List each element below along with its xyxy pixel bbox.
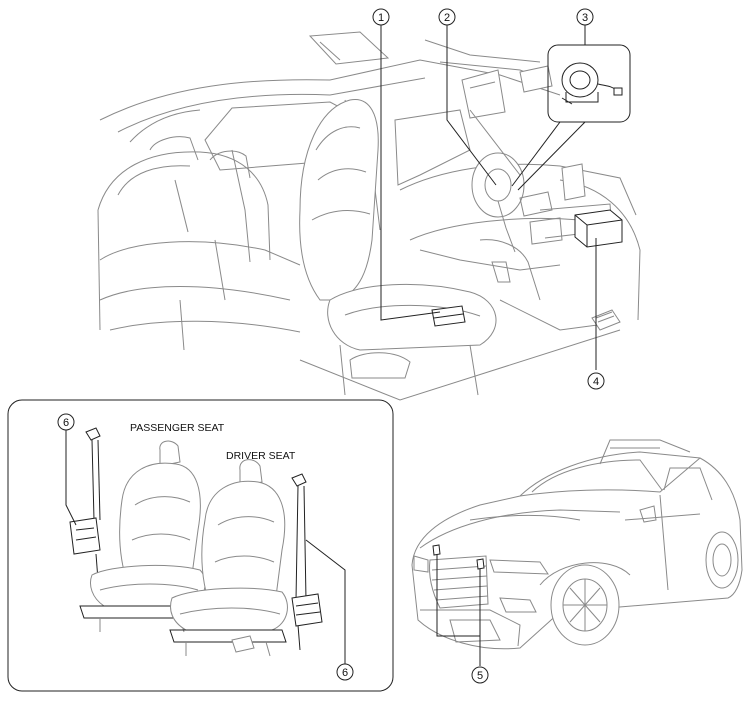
vehicle-exterior-illustration <box>411 439 743 666</box>
passenger-seat-caption: PASSENGER SEAT <box>130 422 225 434</box>
callout-6-driver: 6 <box>336 663 354 681</box>
steering-wheel <box>471 152 525 218</box>
callout-5-label: 5 <box>477 670 483 682</box>
front-crash-sensor-left <box>432 544 441 556</box>
vehicle-interior-illustration <box>97 31 641 401</box>
driver-seat-belt-pretensioner <box>291 473 323 651</box>
front-crash-sensor-right <box>476 558 485 570</box>
callout-4: 4 <box>587 372 605 390</box>
callout-6a-label: 6 <box>63 417 69 429</box>
rear-wheel <box>705 531 739 589</box>
callout-6-passenger: 6 <box>57 413 75 431</box>
callout-1: 1 <box>372 8 390 26</box>
passenger-seat-belt-pretensioner <box>69 427 101 581</box>
callout-2: 2 <box>438 8 456 26</box>
sas-unit <box>574 209 623 248</box>
seat-belt-inset: PASSENGER SEAT DRIVER SEAT 6 6 <box>7 399 394 692</box>
callout-3: 3 <box>576 8 594 26</box>
callout-2-label: 2 <box>444 12 450 24</box>
callout-6b-label: 6 <box>342 667 348 679</box>
inset-frame <box>7 399 394 692</box>
top-leader-lines <box>380 25 597 370</box>
callout-1-label: 1 <box>378 12 384 24</box>
callout-3-label: 3 <box>582 12 588 24</box>
driver-seat-caption: DRIVER SEAT <box>226 450 296 462</box>
passenger-seat <box>79 440 206 633</box>
callout-4-label: 4 <box>593 376 599 388</box>
callout-5: 5 <box>471 666 489 684</box>
clock-spring-detail <box>511 44 631 191</box>
driver-seat <box>169 459 288 657</box>
